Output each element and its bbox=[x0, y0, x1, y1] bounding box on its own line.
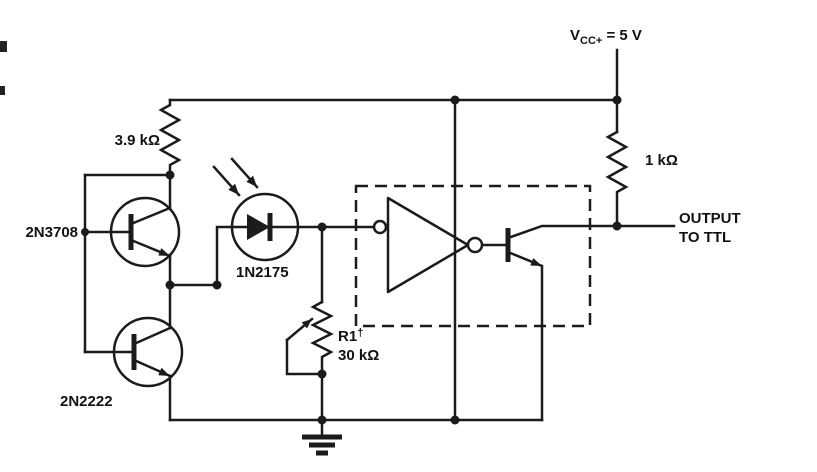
ground-symbol-icon bbox=[302, 418, 342, 456]
output-bubble-icon bbox=[466, 236, 484, 254]
vcc-suffix: = 5 V bbox=[602, 27, 642, 44]
vcc-prefix: V bbox=[570, 27, 580, 44]
label-q1: 2N3708 bbox=[25, 224, 78, 241]
photodiode-1n2175 bbox=[230, 192, 300, 262]
dashed-ic-boundary bbox=[354, 184, 592, 328]
emitter-arrow-icon bbox=[158, 248, 170, 256]
label-output-line2: TO TTL bbox=[679, 229, 731, 246]
pot-name: R1 bbox=[338, 328, 357, 345]
input-bubble-icon bbox=[372, 219, 388, 235]
label-q2: 2N2222 bbox=[60, 393, 113, 410]
output-transistor bbox=[505, 228, 542, 266]
emitter-arrow-icon bbox=[158, 367, 170, 376]
inverter-gate bbox=[372, 196, 484, 294]
label-r-bias: 3.9 kΩ bbox=[115, 132, 160, 149]
junction-dots bbox=[81, 95, 622, 425]
label-r-pullup: 1 kΩ bbox=[645, 152, 678, 169]
scan-artifacts bbox=[0, 41, 7, 95]
transistor-2n3708 bbox=[109, 196, 181, 268]
label-pot-name: R1† bbox=[338, 327, 363, 345]
wiper-arrow-icon bbox=[301, 319, 312, 329]
vcc-subscript: CC+ bbox=[580, 35, 602, 47]
label-pot-value: 30 kΩ bbox=[338, 347, 379, 364]
wires bbox=[83, 48, 676, 422]
emitter-arrow-icon bbox=[530, 258, 542, 266]
transistor-2n2222 bbox=[112, 316, 184, 388]
label-output-line1: OUTPUT bbox=[679, 210, 741, 227]
light-arrows-icon bbox=[212, 157, 259, 197]
pot-dagger: † bbox=[357, 327, 363, 339]
label-vcc: VCC+ = 5 V bbox=[570, 27, 642, 47]
label-photodiode: 1N2175 bbox=[236, 264, 289, 281]
